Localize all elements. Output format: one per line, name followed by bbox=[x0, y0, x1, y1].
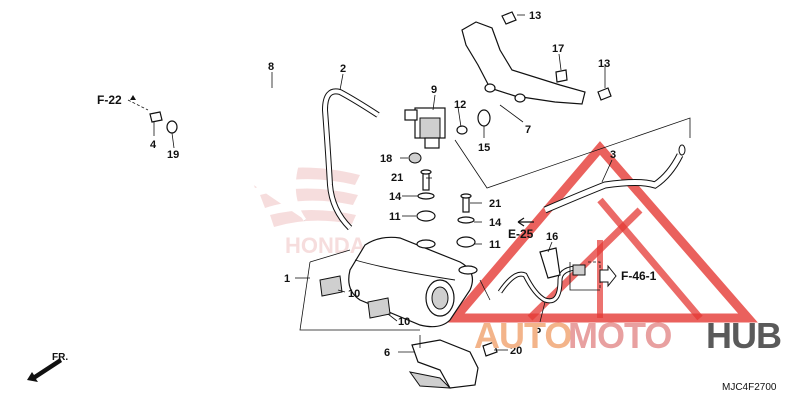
honda-wing-watermark: HONDA bbox=[250, 167, 366, 258]
callout-20: 20 bbox=[510, 345, 522, 357]
canister-1 bbox=[348, 236, 473, 328]
callout-6: 6 bbox=[384, 347, 390, 359]
brand-text: AUTO MOTO HUB bbox=[474, 315, 782, 356]
callout-11-left: 11 bbox=[389, 211, 401, 223]
pad-10-lower bbox=[367, 297, 391, 319]
callout-7: 7 bbox=[525, 124, 531, 136]
callout-3: 3 bbox=[610, 149, 616, 161]
callout-18: 18 bbox=[380, 153, 392, 165]
callout-1: 1 bbox=[284, 273, 290, 285]
callout-21-right: 21 bbox=[489, 198, 501, 210]
callout-21-left: 21 bbox=[391, 172, 403, 184]
callout-2: 2 bbox=[340, 63, 346, 75]
fr-arrow bbox=[27, 358, 62, 382]
guide-lines bbox=[299, 117, 691, 348]
ref-e25: E-25 bbox=[508, 227, 534, 241]
honda-text: HONDA bbox=[285, 233, 366, 258]
hose-5 bbox=[497, 265, 576, 304]
callout-14-right: 14 bbox=[489, 217, 502, 229]
callout-14-left: 14 bbox=[389, 191, 402, 203]
callout-11-right: 11 bbox=[489, 239, 501, 251]
leader-lines bbox=[153, 14, 613, 353]
callout-19: 19 bbox=[167, 149, 179, 161]
reference-labels: F-22 E-25 F-46-1 FR. bbox=[27, 93, 657, 382]
automotohub-logo bbox=[445, 141, 758, 323]
brand-moto: MOTO bbox=[568, 315, 671, 356]
callout-13-top: 13 bbox=[529, 10, 541, 22]
ref-f22: F-22 bbox=[97, 93, 122, 107]
hose-2 bbox=[321, 88, 380, 231]
callout-10-lower: 10 bbox=[398, 316, 410, 328]
ref-f461: F-46-1 bbox=[621, 269, 657, 283]
callout-17: 17 bbox=[552, 43, 564, 55]
callout-10-upper: 10 bbox=[348, 288, 360, 300]
callout-8: 8 bbox=[268, 61, 274, 73]
callout-12: 12 bbox=[454, 99, 466, 111]
solenoid-valve-9 bbox=[404, 107, 446, 149]
diagram-code: MJC4F2700 bbox=[722, 382, 777, 393]
mount-stack-left bbox=[416, 169, 436, 249]
callouts: 8 2 3 4 19 9 12 13 13 17 15 7 18 21 14 1… bbox=[150, 10, 616, 359]
callout-9: 9 bbox=[431, 84, 437, 96]
hose-3 bbox=[543, 144, 686, 214]
pad-10-upper bbox=[319, 275, 343, 297]
callout-13-right: 13 bbox=[598, 58, 610, 70]
callout-15: 15 bbox=[478, 142, 490, 154]
hose-8 bbox=[169, 86, 307, 221]
brand-auto: AUTO bbox=[474, 315, 571, 356]
callout-16: 16 bbox=[546, 231, 558, 243]
brand-hub: HUB bbox=[706, 315, 781, 356]
callout-5: 5 bbox=[535, 324, 541, 336]
fr-label: FR. bbox=[52, 352, 68, 363]
callout-4: 4 bbox=[150, 139, 157, 151]
small-parts bbox=[149, 11, 612, 357]
mount-stack-right bbox=[456, 193, 478, 275]
bracket-6 bbox=[408, 339, 479, 389]
bracket-7 bbox=[461, 21, 586, 105]
